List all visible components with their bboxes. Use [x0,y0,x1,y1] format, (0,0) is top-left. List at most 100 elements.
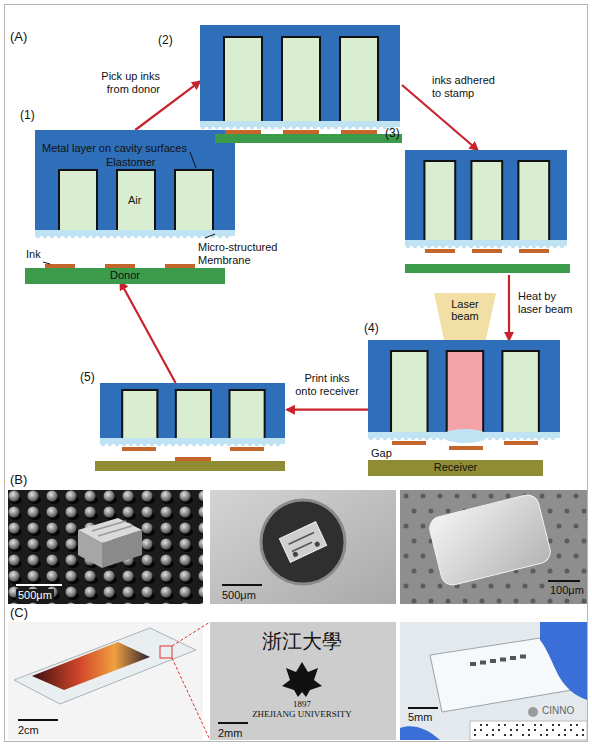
surface-dot [421,554,426,559]
micro-structure [115,442,120,447]
surface-dot [463,599,468,604]
micro-structure [92,234,97,239]
scale-label: 500μm [222,589,256,602]
label-box: 5mm [408,711,432,724]
micro-structure [483,244,488,249]
panel-letter: (A) [10,30,27,45]
surface-dot [472,494,477,499]
zoom-line [172,658,210,740]
ink [504,441,538,445]
air-cavity [224,37,262,121]
surface-dot [412,569,417,574]
micro-structure [418,436,423,441]
pillar [47,539,58,550]
scale-label: 100μm [548,584,586,597]
leader-line [43,262,50,264]
pillar [66,491,77,502]
elastomer [200,25,400,121]
pillar [104,587,115,598]
chip-pad [292,551,299,558]
scale-bar [408,707,438,709]
pillar [66,523,77,534]
metal-layer [424,161,455,240]
pillar [9,507,20,518]
pillar [85,603,96,605]
micro-structure [271,125,276,130]
ink [392,441,426,445]
bulged-membrane [442,429,487,443]
micro-structure [43,234,48,239]
pillar [47,491,58,502]
inset-dot [582,729,584,731]
label-box: 1897 [282,699,322,709]
micro-structure [383,436,388,441]
air-cavity [59,170,97,230]
inset-dot [498,724,500,726]
laser-beam: Laser beam [434,293,496,345]
surface-dot [438,494,443,499]
micro-structure [171,442,176,447]
micro-structure [183,234,188,239]
micro-structure [469,244,474,249]
pillar [66,539,77,550]
micro-structure [113,234,118,239]
label-box: Micro-structured Membrane [198,241,286,266]
stamp-illustration [368,340,562,474]
surface-dot [540,584,545,589]
micro-structure [406,244,411,249]
inset-dot [564,729,566,731]
surface-dot [531,569,536,574]
micro-structure [36,234,41,239]
logo-text: ZHEJIANG UNIVERSITY [232,709,372,719]
pillar [161,507,172,518]
label-box: (B) [10,473,27,488]
micro-structure [285,125,290,130]
substrate [215,134,402,143]
metal-layer [471,161,502,240]
pillar [47,603,58,605]
micro-structure [490,244,495,249]
printed-mark [500,658,506,662]
micro-structure [455,244,460,249]
surface-dot [506,584,511,589]
micro-structure [313,125,318,130]
micro-structure [157,442,162,447]
inset-dot [480,729,482,731]
chip-pad [314,541,321,548]
watermark-icon [528,707,538,717]
micro-structure [532,244,537,249]
surface-dot [489,494,494,499]
air-cavity [117,170,155,230]
inset-dot [510,734,512,736]
surface-dot [574,554,579,559]
panel-letter: (B) [10,473,27,488]
scale-bar [18,719,58,721]
glass-slide [14,628,196,704]
micro-structure [150,442,155,447]
step-number: (3) [385,126,400,140]
micro-structure [162,234,167,239]
ink [122,447,156,451]
pillar [142,539,153,550]
ink [225,130,261,134]
micro-structure [236,125,241,130]
surface-dot [582,599,587,604]
air-cavity [230,390,265,438]
pillar [66,587,77,598]
ink [449,446,483,450]
metal-layer [447,351,483,432]
ink [230,447,264,451]
zoom-line [172,622,210,646]
micro-structure [306,125,311,130]
micro-structure [122,442,127,447]
logo-emblem [282,662,322,697]
surface-dot [497,599,502,604]
label-box: Gap [371,447,392,460]
ink [425,249,455,253]
scale-label: 2cm [18,724,39,737]
pillar [28,571,39,582]
micro-structure [64,234,69,239]
surface-dot [548,599,553,604]
surface-dot [548,569,553,574]
micro-structure [143,442,148,447]
